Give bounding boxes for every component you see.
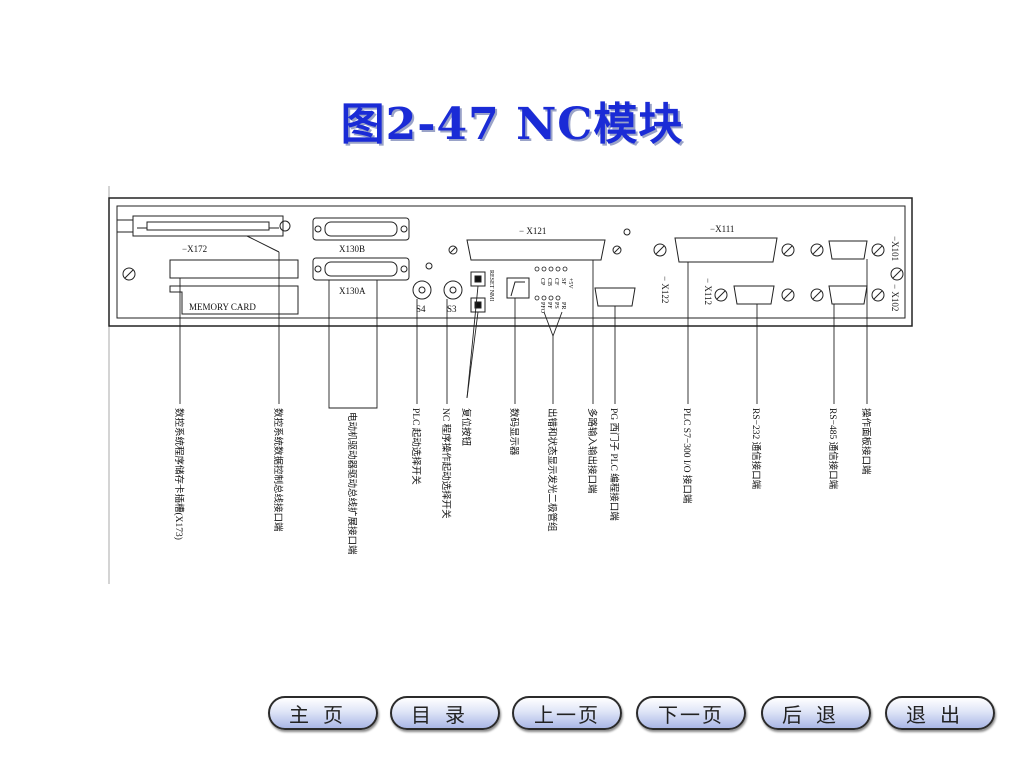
callout-label: 出错和状态显示发光二极管组 xyxy=(546,408,558,532)
callout-label: 数控系统程序储存卡插槽(X173) xyxy=(173,408,185,540)
reset-nmi-label: RESET NMI xyxy=(488,270,494,301)
connector-x101 xyxy=(810,240,885,260)
connector-x102 xyxy=(810,285,885,305)
connector-x112 xyxy=(714,285,795,305)
led-label-pf: PF xyxy=(546,302,552,309)
port-label-x130b: X130B xyxy=(339,244,365,254)
port-label-x101: −X101 xyxy=(890,236,900,261)
callout-label: PLC 起动选择开关 xyxy=(410,408,422,485)
led-label-sf: SF xyxy=(560,278,566,285)
contents-button[interactable]: 目录 xyxy=(390,696,500,730)
module-frame xyxy=(108,197,913,327)
switch-label-s4: S4 xyxy=(416,304,426,314)
callout-label: 电动机驱动器驱动总线扩展接口端 xyxy=(346,412,358,555)
port-label-x111: −X111 xyxy=(710,224,734,234)
memory-card-label: MEMORY CARD xyxy=(189,302,256,312)
led-label-cb: CB xyxy=(546,278,552,286)
callout-label: 数码显示器 xyxy=(508,408,520,456)
switch-label-s3: S3 xyxy=(447,304,457,314)
digital-display xyxy=(506,277,530,299)
led-label-5v: +5V xyxy=(567,278,573,289)
home-button[interactable]: 主页 xyxy=(268,696,378,730)
led-label-pfo: PFO xyxy=(539,302,545,314)
port-label-x122: − X122 xyxy=(660,276,670,303)
callout-label: 数控系统数据控制总线接口端 xyxy=(272,408,284,532)
callout-label: NC 程序操作起动选择开关 xyxy=(440,408,452,519)
led-label-cp: CP xyxy=(539,278,545,286)
connector-x130a xyxy=(312,257,410,281)
connector-x130b xyxy=(312,217,410,241)
back-button[interactable]: 后退 xyxy=(761,696,871,730)
connector-x121 xyxy=(448,239,622,261)
callout-label: PG 西门子 PLC 编程接口端 xyxy=(608,408,620,521)
port-label-x130a: X130A xyxy=(339,286,366,296)
port-label-x121: − X121 xyxy=(519,226,546,236)
port-label-x102: − X102 xyxy=(890,284,900,311)
prev-page-button[interactable]: 上一页 xyxy=(512,696,622,730)
callout-label: PLC S7−300 I/O 接口端 xyxy=(681,408,693,504)
screw-icon xyxy=(122,267,136,281)
callout-label: RS−232 通信接口端 xyxy=(750,408,762,490)
callout-label: RS−485 通信接口端 xyxy=(827,408,839,490)
memory-card-slot xyxy=(169,259,299,315)
switch-s4 xyxy=(412,280,432,300)
reset-buttons xyxy=(470,271,486,313)
led-label-cf: CF xyxy=(553,278,559,286)
led-label-pr: PR xyxy=(560,302,566,309)
callout-label: 复位按钮 xyxy=(460,408,472,447)
led-group xyxy=(534,266,568,301)
screw-icon xyxy=(890,267,904,281)
exit-button[interactable]: 退出 xyxy=(885,696,995,730)
connector-x111 xyxy=(653,237,795,263)
port-label-x112: − X112 xyxy=(703,278,713,305)
callout-label: 多路输入输出接口端 xyxy=(586,408,598,494)
leader-lines xyxy=(179,252,868,409)
page-title: 图2-47 NC模块 xyxy=(340,99,684,150)
connector-x172 xyxy=(116,215,291,237)
nc-module-diagram: −X172 MEMORY CARD X130B X130A S4 S3 RESE… xyxy=(108,186,913,584)
callout-label: 操作面板接口端 xyxy=(860,408,872,475)
next-page-button[interactable]: 下一页 xyxy=(636,696,746,730)
switch-s3 xyxy=(443,280,463,300)
port-label-x172: −X172 xyxy=(182,244,207,254)
connector-x122 xyxy=(594,287,636,307)
led-label-ps: PS xyxy=(553,302,559,309)
